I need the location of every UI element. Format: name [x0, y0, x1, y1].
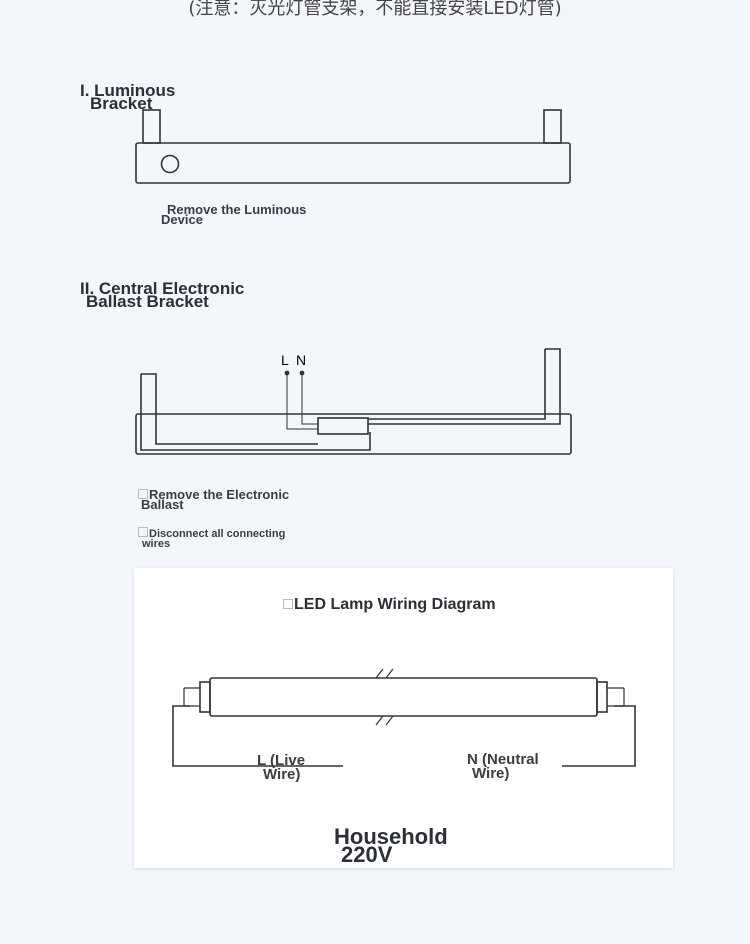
neutral-wire-label-line2: Wire)	[472, 765, 510, 782]
left-end-cap	[199, 681, 211, 713]
wiring-diagram-card	[134, 568, 673, 868]
section1-step-line1: Remove the Luminous	[167, 202, 307, 217]
led-tube	[209, 677, 598, 717]
section1-heading: I. Luminous Bracket	[80, 81, 176, 113]
live-wire-label-line1: L (Live	[257, 752, 306, 769]
section1-step-line2: Device	[161, 212, 203, 227]
neutral-wire	[562, 705, 636, 767]
left-pins	[183, 687, 200, 707]
voltage-line2: 220V	[341, 842, 393, 867]
wiring-diagram-title: LED Lamp Wiring Diagram	[283, 596, 496, 614]
live-wire-label: L (Live Wire)	[257, 752, 306, 783]
bracket1-hole	[160, 154, 180, 174]
bracket2-left-post	[140, 373, 371, 451]
section2-step1: Remove the Electronic Ballast	[138, 487, 290, 512]
right-pins	[607, 687, 625, 707]
section2-step1-line2: Ballast	[141, 497, 184, 512]
bracket2-right-post	[368, 348, 561, 425]
ballast-box	[317, 417, 369, 435]
checkbox-square-icon	[138, 527, 148, 537]
voltage-line1: Household	[334, 824, 448, 849]
voltage-label: Household 220V	[334, 826, 448, 867]
checkbox-square-icon	[138, 489, 148, 499]
terminal-l-dot	[284, 370, 290, 376]
section1-step: Remove the Luminous Device	[161, 202, 307, 227]
section1-heading-line1: I. Luminous	[80, 81, 176, 100]
wire-l	[286, 373, 318, 430]
section2-heading-line1: II. Central Electronic	[80, 279, 245, 298]
bracket1-body	[135, 142, 571, 184]
ballast-bracket	[135, 348, 572, 455]
label-l: L	[281, 352, 289, 368]
section2-heading-line2: Ballast Bracket	[86, 292, 209, 311]
neutral-wire-label-line1: N (Neutral	[467, 751, 539, 768]
section2-step2-line2: wires	[142, 538, 171, 550]
terminal-n-dot	[299, 370, 305, 376]
section1-heading-line2: Bracket	[90, 94, 153, 113]
section2-step2: Disconnect all connecting wires	[138, 527, 286, 550]
wiring-title-text: LED Lamp Wiring Diagram	[294, 596, 496, 613]
tube-break-bottom	[375, 715, 394, 726]
bracket2-body	[135, 413, 572, 455]
neutral-wire-label: N (Neutral Wire)	[467, 751, 539, 782]
top-note: (注意：灭光灯管支架，不能直接安装LED灯管)	[188, 0, 562, 19]
checkbox-square-icon	[283, 599, 293, 609]
wire-n	[301, 373, 318, 425]
label-n: N	[296, 352, 306, 368]
live-wire	[172, 705, 343, 767]
section2-step1-line1: Remove the Electronic	[149, 487, 290, 502]
tube-break-top	[375, 668, 394, 679]
section2-heading: II. Central Electronic Ballast Bracket	[80, 279, 245, 311]
right-end-cap	[596, 681, 608, 713]
luminous-bracket	[135, 109, 571, 184]
live-wire-label-line2: Wire)	[263, 766, 301, 783]
section2-step2-line1: Disconnect all connecting	[149, 528, 286, 540]
